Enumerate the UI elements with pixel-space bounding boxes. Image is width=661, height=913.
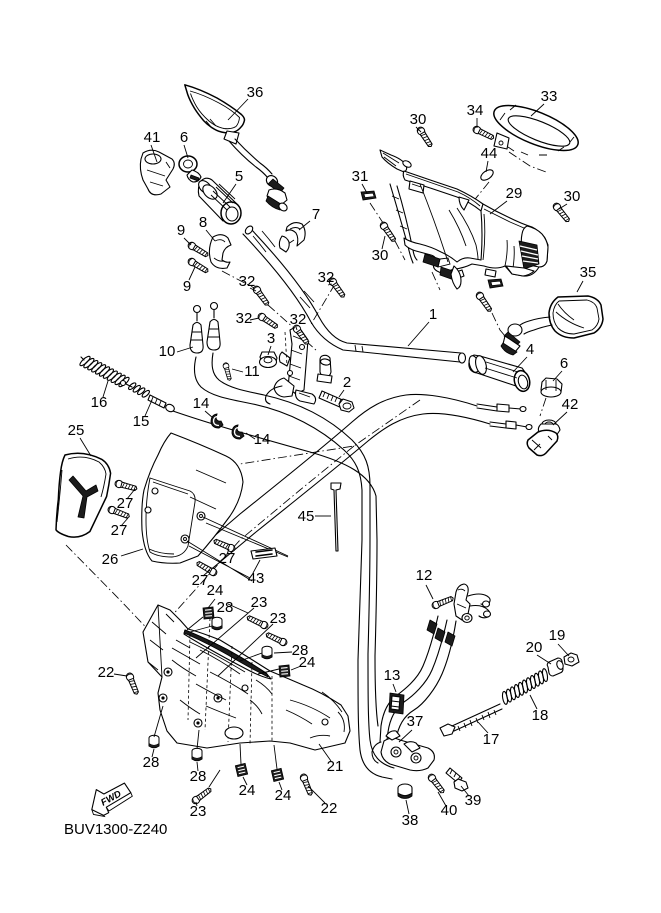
svg-text:6: 6 — [560, 355, 568, 372]
svg-text:39: 39 — [465, 792, 482, 809]
svg-text:3: 3 — [267, 330, 275, 347]
svg-text:24: 24 — [207, 582, 224, 599]
svg-text:29: 29 — [506, 185, 523, 202]
svg-text:27: 27 — [192, 572, 209, 589]
svg-text:41: 41 — [144, 129, 161, 146]
svg-text:4: 4 — [526, 341, 534, 358]
svg-text:21: 21 — [327, 758, 344, 775]
svg-text:28: 28 — [217, 599, 234, 616]
svg-text:2: 2 — [343, 374, 351, 391]
svg-text:28: 28 — [292, 642, 309, 659]
svg-text:44: 44 — [481, 145, 498, 162]
svg-text:30: 30 — [564, 188, 581, 205]
svg-text:35: 35 — [580, 264, 597, 281]
svg-text:27: 27 — [111, 522, 128, 539]
svg-text:18: 18 — [532, 707, 549, 724]
svg-text:17: 17 — [483, 731, 500, 748]
svg-text:30: 30 — [372, 247, 389, 264]
svg-text:32: 32 — [236, 310, 253, 327]
svg-text:20: 20 — [526, 639, 543, 656]
svg-text:27: 27 — [117, 495, 134, 512]
svg-text:19: 19 — [549, 627, 566, 644]
svg-text:25: 25 — [68, 422, 85, 439]
svg-text:27: 27 — [219, 550, 236, 567]
svg-text:14: 14 — [254, 431, 271, 448]
svg-text:24: 24 — [275, 787, 292, 804]
svg-text:26: 26 — [102, 551, 119, 568]
svg-text:38: 38 — [402, 812, 419, 829]
svg-text:23: 23 — [270, 610, 287, 627]
svg-text:40: 40 — [441, 802, 458, 819]
svg-text:28: 28 — [143, 754, 160, 771]
svg-text:33: 33 — [541, 88, 558, 105]
svg-text:43: 43 — [248, 570, 265, 587]
svg-text:24: 24 — [239, 782, 256, 799]
svg-text:16: 16 — [91, 394, 108, 411]
svg-text:22: 22 — [321, 800, 338, 817]
svg-text:28: 28 — [190, 768, 207, 785]
svg-text:14: 14 — [193, 395, 210, 412]
svg-text:24: 24 — [299, 654, 316, 671]
svg-text:6: 6 — [180, 129, 188, 146]
svg-text:11: 11 — [244, 363, 260, 380]
svg-text:34: 34 — [467, 102, 484, 119]
svg-text:37: 37 — [407, 713, 424, 730]
svg-text:36: 36 — [247, 84, 264, 101]
svg-text:12: 12 — [416, 567, 433, 584]
svg-text:42: 42 — [562, 396, 579, 413]
svg-text:9: 9 — [177, 222, 185, 239]
svg-text:31: 31 — [352, 168, 369, 185]
svg-text:9: 9 — [183, 278, 191, 295]
svg-text:23: 23 — [251, 594, 268, 611]
svg-text:8: 8 — [199, 214, 207, 231]
svg-text:10: 10 — [159, 343, 176, 360]
svg-text:30: 30 — [410, 111, 427, 128]
svg-text:32: 32 — [290, 311, 307, 328]
svg-text:1: 1 — [429, 306, 437, 323]
svg-text:32: 32 — [318, 269, 335, 286]
svg-text:BUV1300-Z240: BUV1300-Z240 — [64, 821, 167, 838]
svg-text:7: 7 — [312, 206, 320, 223]
svg-text:15: 15 — [133, 413, 150, 430]
svg-text:32: 32 — [239, 273, 256, 290]
svg-text:13: 13 — [384, 667, 401, 684]
svg-text:22: 22 — [98, 664, 115, 681]
svg-text:45: 45 — [298, 508, 315, 525]
svg-text:23: 23 — [190, 803, 207, 820]
svg-text:5: 5 — [235, 168, 243, 185]
